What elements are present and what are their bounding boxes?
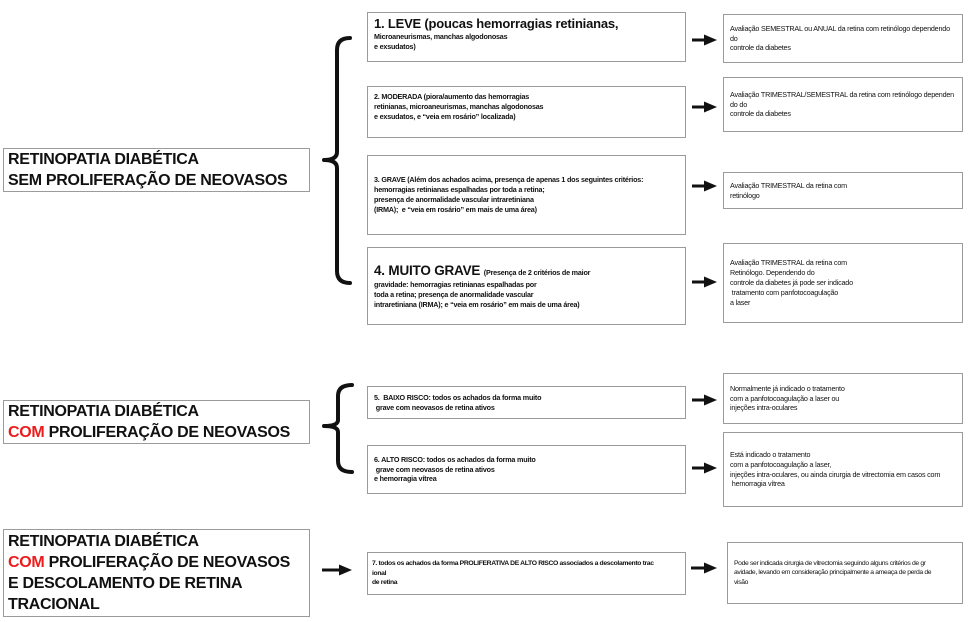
recommendation-line: tratamento com panfotocoagulação	[730, 287, 839, 297]
label-line: COM PROLIFERAÇÃO DE NEOVASOS	[8, 422, 305, 443]
label-line-rest: PROLIFERAÇÃO DE NEOVASOS	[44, 554, 291, 571]
stage-line: grave com neovasos de retina ativos	[374, 402, 495, 412]
stage-line: hemorragias retinianas espalhadas por to…	[374, 185, 545, 195]
stage-box-2-moderada: 2. MODERADA (piora/aumento das hemorragi…	[367, 86, 686, 138]
label-box-com-proliferacao: RETINOPATIA DIABÉTICA COM PROLIFERAÇÃO D…	[3, 400, 310, 444]
stage-line: 6. ALTO RISCO: todos os achados da forma…	[374, 454, 536, 464]
recommendation-line: controle da diabetes	[730, 109, 791, 119]
recommendation-line: com a panfotocoagulação a laser ou	[730, 393, 840, 403]
label-red-word: COM	[8, 554, 45, 571]
recommendation-line: Avaliação TRIMESTRAL/SEMESTRAL da retina…	[730, 89, 954, 99]
stage-line: e exsudatos, e “veia em rosário” localiz…	[374, 111, 516, 121]
stage-line: 5. BAIXO RISCO: todos os achados da form…	[374, 392, 542, 402]
stage-line: ional	[372, 569, 387, 577]
recommendation-line: a laser	[730, 297, 751, 307]
stage-box-5-baixo-risco: 5. BAIXO RISCO: todos os achados da form…	[367, 386, 686, 419]
stage-line: e exsudatos)	[374, 42, 416, 52]
recommendation-line: do do	[730, 99, 747, 109]
label-line: E DESCOLAMENTO DE RETINA	[8, 575, 243, 592]
stage-line: 2. MODERADA (piora/aumento das hemorragi…	[374, 92, 530, 101]
stage-line: presença de anormalidade vascular intrar…	[374, 195, 534, 204]
recommendation-line: Avaliação TRIMESTRAL da retina com	[730, 180, 847, 190]
stage-line: de retina	[372, 579, 398, 587]
stage-line: e hemorragia vítrea	[374, 474, 437, 484]
recommendation-line: Está indicado o tratamento	[730, 449, 811, 459]
recommendation-line: visão	[734, 578, 749, 586]
stage-line: 3. GRAVE (Além dos achados acima, presen…	[374, 175, 644, 185]
label-line: SEM PROLIFERAÇÃO DE NEOVASOS	[8, 172, 288, 189]
recommendation-line: hemorragia vítrea	[730, 479, 785, 489]
stage-title: 4. MUITO GRAVE	[374, 263, 484, 279]
stage-line: 7. todos os achados da forma PROLIFERATI…	[372, 560, 654, 568]
recommendation-line: do	[730, 33, 738, 43]
label-line: RETINOPATIA DIABÉTICA	[8, 151, 199, 168]
recommendation-line: retinólogo	[730, 190, 760, 200]
recommendation-line: Avaliação SEMESTRAL ou ANUAL da retina c…	[730, 23, 950, 33]
label-line: TRACIONAL	[8, 596, 100, 613]
label-line: COM PROLIFERAÇÃO DE NEOVASOS	[8, 552, 305, 573]
label-line: RETINOPATIA DIABÉTICA	[8, 533, 199, 550]
stage-box-3-grave: 3. GRAVE (Além dos achados acima, presen…	[367, 155, 686, 235]
recommendation-line: Retinólogo. Dependendo do	[730, 268, 815, 278]
recommendation-box-3: Avaliação TRIMESTRAL da retina com retin…	[723, 172, 963, 209]
brace-icon	[322, 36, 352, 285]
stage-line: (IRMA); e “veia em rosário” em mais de u…	[374, 204, 537, 214]
recommendation-box-5: Normalmente já indicado o tratamento com…	[723, 373, 963, 424]
label-line-rest: PROLIFERAÇÃO DE NEOVASOS	[44, 424, 291, 441]
stage-line: gravidade: hemorragias retinianas espalh…	[374, 280, 537, 290]
recommendation-box-2: Avaliação TRIMESTRAL/SEMESTRAL da retina…	[723, 77, 963, 132]
label-red-word: COM	[8, 424, 45, 441]
recommendation-line: controle da diabetes já pode ser indicad…	[730, 278, 853, 288]
label-box-sem-proliferacao: RETINOPATIA DIABÉTICA SEM PROLIFERAÇÃO D…	[3, 148, 310, 192]
recommendation-box-4: Avaliação TRIMESTRAL da retina com Retin…	[723, 243, 963, 323]
recommendation-line: avidade, levando em consideração princip…	[734, 569, 932, 577]
label-line: RETINOPATIA DIABÉTICA	[8, 403, 199, 420]
recommendation-line: Avaliação TRIMESTRAL da retina com	[730, 258, 847, 268]
recommendation-box-7: Pode ser indicada cirurgia de vitrectomi…	[727, 542, 963, 604]
stage-line: Microaneurismas, manchas algodonosas	[374, 32, 508, 42]
recommendation-box-1: Avaliação SEMESTRAL ou ANUAL da retina c…	[723, 14, 963, 63]
recommendation-line: injeções intra-oculares, ou ainda cirurg…	[730, 469, 941, 479]
brace-icon	[322, 383, 354, 474]
stage-title: 1. LEVE (poucas hemorragias retinianas,	[374, 16, 619, 31]
stage-box-6-alto-risco: 6. ALTO RISCO: todos os achados da forma…	[367, 445, 686, 494]
stage-line: toda a retina; presença de anormalidade …	[374, 290, 534, 300]
recommendation-box-6: Está indicado o tratamento com a panfoto…	[723, 432, 963, 507]
stage-title-suffix: (Presença de 2 critérios de maior	[483, 268, 591, 278]
stage-box-7-descolamento: 7. todos os achados da forma PROLIFERATI…	[367, 552, 686, 595]
stage-line: intraretiniana (IRMA); e “veia em rosári…	[374, 299, 580, 309]
stage-box-4-muito-grave: 4. MUITO GRAVE (Presença de 2 critérios …	[367, 247, 686, 325]
stage-title-row: 4. MUITO GRAVE (Presença de 2 critérios …	[374, 262, 679, 280]
stage-line: retinianas, microaneurismas, manchas alg…	[374, 101, 544, 111]
recommendation-line: Normalmente já indicado o tratamento	[730, 383, 845, 393]
stage-box-1-leve: 1. LEVE (poucas hemorragias retinianas, …	[367, 12, 686, 62]
label-box-com-descolamento: RETINOPATIA DIABÉTICA COM PROLIFERAÇÃO D…	[3, 529, 310, 617]
recommendation-line: com a panfotocoagulação a laser,	[730, 459, 832, 469]
recommendation-line: Pode ser indicada cirurgia de vitrectomi…	[734, 559, 926, 567]
stage-line: grave com neovasos de retina ativos	[374, 464, 495, 474]
recommendation-line: controle da diabetes	[730, 43, 791, 53]
recommendation-line: injeções intra-oculares	[730, 403, 798, 413]
